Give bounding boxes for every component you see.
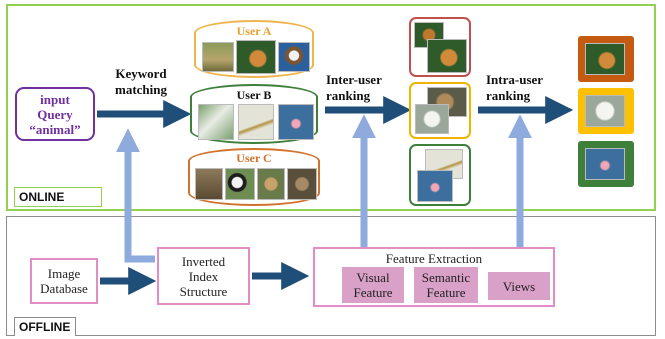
visual-feature-line1: Visual	[356, 270, 390, 285]
input-line: input	[40, 91, 70, 107]
intra-user-ranking-label: Intra-user ranking	[486, 72, 558, 104]
inter-result-1	[409, 17, 471, 77]
user-a-group: User A	[194, 20, 314, 78]
user-c-photo-dog	[257, 168, 285, 200]
final-result-2	[578, 88, 634, 134]
semantic-feature-box: Semantic Feature	[414, 267, 478, 303]
final-result-3-photo-pink-bird	[585, 148, 625, 180]
inverted-index-line1: Inverted	[181, 253, 226, 269]
feature-extraction-title: Feature Extraction	[385, 251, 483, 266]
visual-feature-line2: Feature	[353, 285, 393, 300]
views-box: Views	[488, 272, 550, 300]
offline-label: OFFLINE	[14, 317, 76, 336]
user-a-photo-deer	[202, 42, 234, 72]
user-b-photo-pink-bird	[278, 104, 314, 140]
final-result-2-photo-polar-bear	[585, 95, 625, 127]
query-line: Query	[37, 106, 73, 122]
user-b-photo-white-bird	[198, 104, 234, 140]
keyword-matching-label: Keyword matching	[104, 66, 178, 98]
final-result-1	[578, 36, 634, 82]
semantic-feature-line2: Feature	[426, 285, 466, 300]
keyword-matching-line2: matching	[115, 82, 167, 97]
user-a-label: User A	[236, 24, 272, 38]
user-a-photo-tiger	[236, 40, 276, 74]
query-term: “animal”	[29, 121, 81, 137]
inverted-index-box: Inverted Index Structure	[157, 247, 250, 305]
input-query-box: input Query “animal”	[15, 87, 95, 141]
user-c-photo-pandas	[225, 168, 255, 200]
inter-result-3	[409, 144, 471, 206]
user-b-photo-small-bird	[238, 104, 274, 140]
user-c-photo-wolf	[287, 168, 317, 200]
semantic-feature-line1: Semantic	[421, 270, 471, 285]
image-database-line1: Image	[47, 266, 81, 281]
inter-result-2	[409, 82, 471, 139]
keyword-matching-line1: Keyword	[115, 66, 167, 81]
visual-feature-box: Visual Feature	[342, 267, 404, 303]
inter-result-1-photo-tiger	[427, 39, 467, 73]
inverted-index-line3: Structure	[179, 283, 228, 299]
inverted-index-line2: Index	[188, 268, 219, 284]
user-c-group: User C	[188, 148, 320, 206]
online-label: ONLINE	[14, 187, 102, 207]
arrow-index-to-keyword	[116, 128, 155, 263]
image-database-box: Image Database	[30, 258, 98, 304]
final-result-1-photo-tiger	[585, 43, 625, 75]
inter-user-ranking-line1: Inter-user	[326, 72, 382, 87]
image-database-line2: Database	[40, 281, 88, 296]
user-b-label: User B	[236, 88, 272, 102]
offline-panel	[6, 216, 656, 336]
intra-user-ranking-line1: Intra-user	[486, 72, 544, 87]
inter-result-3-photo-pink-bird	[417, 170, 453, 202]
inter-user-ranking-line2: ranking	[326, 88, 371, 103]
inter-result-2-photo-polar-bear	[415, 104, 449, 134]
views-label: Views	[502, 278, 536, 294]
user-a-photo-dog	[278, 42, 310, 72]
intra-user-ranking-line2: ranking	[486, 88, 531, 103]
user-c-label: User C	[236, 151, 272, 165]
online-panel	[6, 4, 656, 211]
inter-user-ranking-label: Inter-user ranking	[326, 72, 398, 104]
user-c-photo-horses	[195, 168, 223, 200]
final-result-3	[578, 141, 634, 187]
user-b-group: User B	[190, 84, 318, 144]
